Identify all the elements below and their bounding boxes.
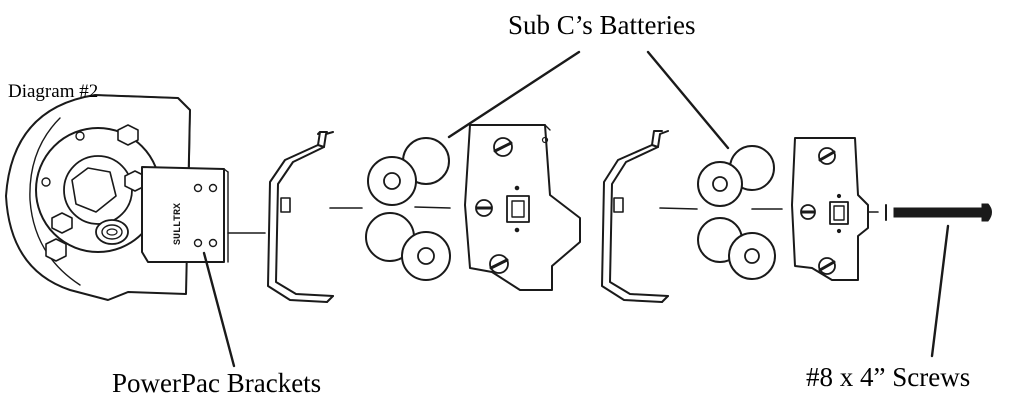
center-lines <box>227 206 879 234</box>
wire-bracket-left <box>267 131 334 303</box>
battery-set-left <box>365 137 451 281</box>
bracket-plate: SULLTRX <box>141 166 229 263</box>
leader-screws <box>930 224 950 358</box>
end-plate-left <box>464 124 581 291</box>
leader-lines <box>202 50 950 368</box>
bracket-stamp: SULLTRX <box>173 203 184 245</box>
screw <box>885 203 992 222</box>
wire-bracket-right <box>601 130 669 303</box>
leader-batteries-left <box>447 50 581 139</box>
leader-brackets <box>202 251 236 368</box>
end-plate-right <box>791 137 869 281</box>
brackets-label: PowerPac Brackets <box>112 368 322 398</box>
battery-set-right <box>697 145 776 280</box>
leader-batteries-right <box>646 50 730 150</box>
diagram-title: Diagram #2 <box>8 81 99 102</box>
screws-label: #8 x 4” Screws <box>806 362 971 392</box>
batteries-label: Sub C’s Batteries <box>508 10 696 40</box>
base-unit <box>5 94 191 301</box>
